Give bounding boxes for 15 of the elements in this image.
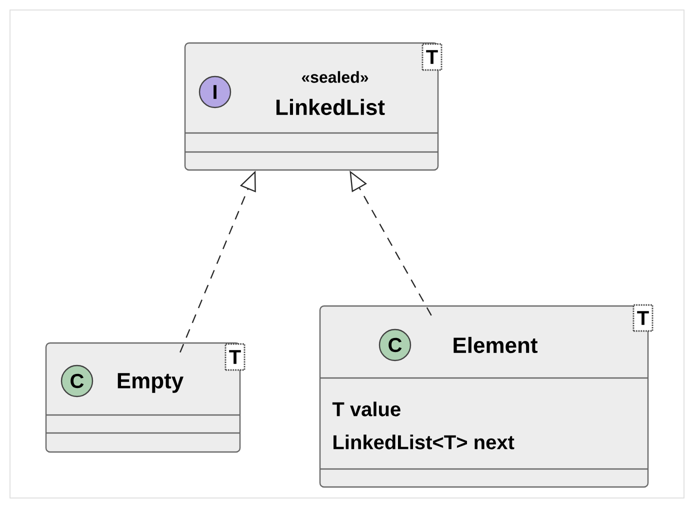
class-name: LinkedList <box>276 98 385 116</box>
stereotype-text: «sealed» <box>302 71 368 83</box>
type-parameter-box: T <box>224 343 246 371</box>
type-parameter-box: T <box>632 304 654 332</box>
attribute-text: T value <box>332 402 400 416</box>
class-box <box>319 305 649 488</box>
class-badge: C <box>60 364 94 398</box>
class-badge: C <box>378 328 412 362</box>
class-box <box>184 42 439 171</box>
class-name: Element <box>454 336 538 354</box>
type-parameter-box: T <box>422 43 442 71</box>
class-box <box>45 342 241 453</box>
class-name: Empty <box>118 373 184 393</box>
class-badge: I <box>198 76 232 108</box>
attribute-text: LinkedList<T> next <box>334 434 514 450</box>
